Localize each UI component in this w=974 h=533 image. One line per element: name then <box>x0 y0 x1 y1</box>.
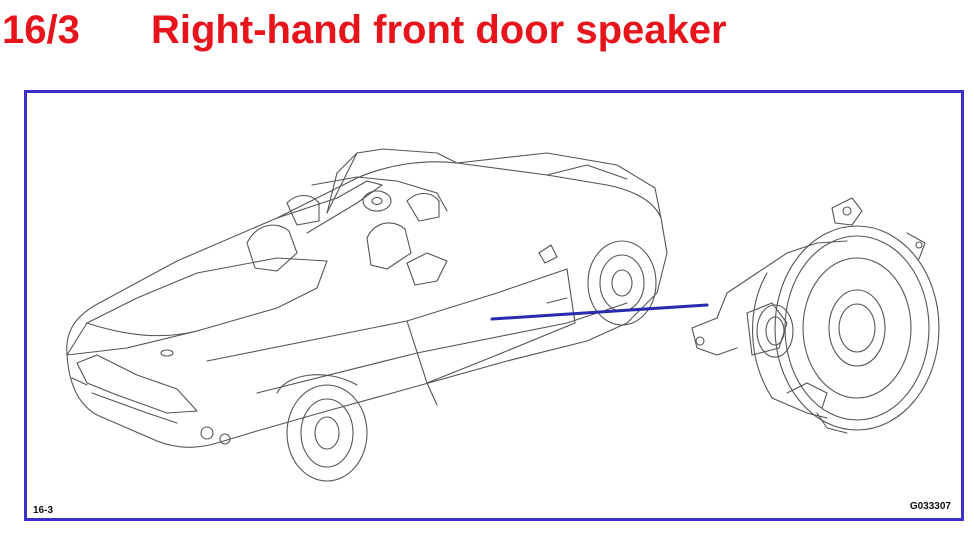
section-number: 16/3 <box>2 8 80 52</box>
figure-frame: 16-3 G033307 <box>24 90 964 521</box>
image-code: G033307 <box>909 501 951 512</box>
pointer-line <box>490 303 709 321</box>
page-title: Right-hand front door speaker <box>151 8 727 52</box>
header: 16/3 Right-hand front door speaker <box>0 0 974 70</box>
car-drawing <box>66 148 668 482</box>
figure-number: 16-3 <box>33 505 54 516</box>
speaker-drawing <box>691 197 940 434</box>
illustration <box>66 148 940 482</box>
